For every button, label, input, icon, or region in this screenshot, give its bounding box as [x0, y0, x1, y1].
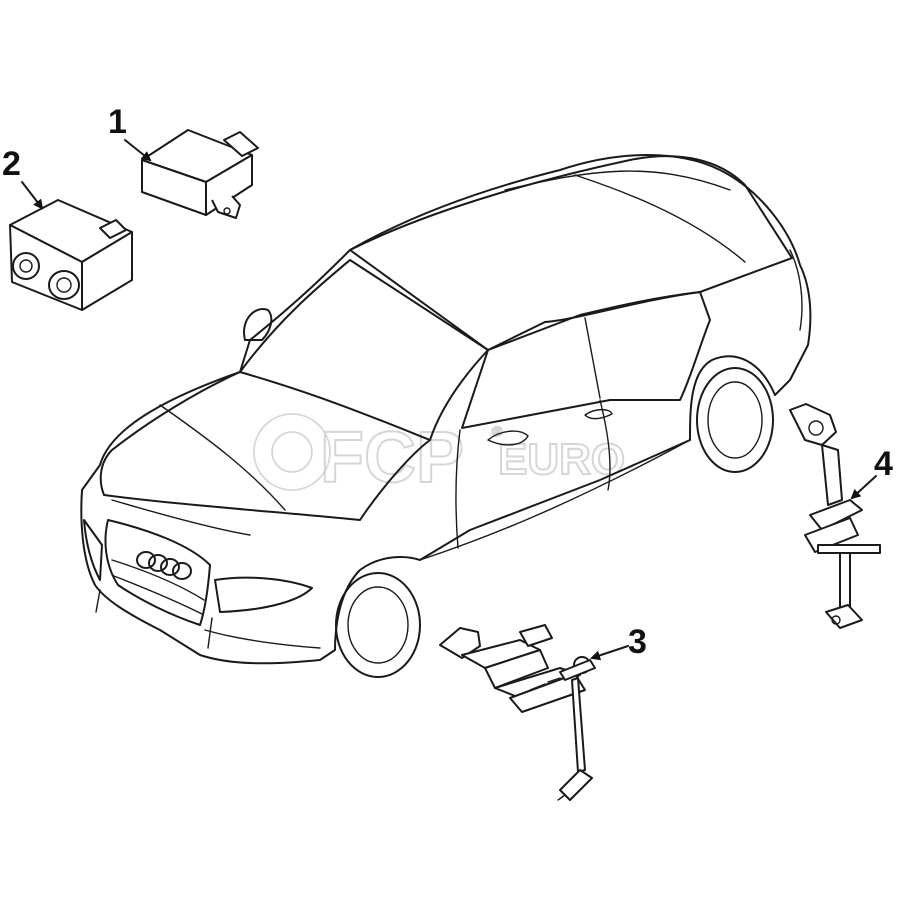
watermark-brand-main: FCP [320, 418, 464, 498]
callout-leaders [21, 139, 877, 661]
car-front-wheel [335, 572, 421, 678]
car-roof [349, 155, 793, 351]
callout-4: 4 [874, 445, 893, 483]
car-rear-wheel [696, 367, 774, 473]
car-body-outline [80, 154, 812, 665]
car-mirror [243, 308, 273, 341]
car-side-window [461, 291, 711, 429]
callout-2: 2 [2, 145, 21, 183]
part-1-control-module [141, 129, 259, 219]
car-grille [104, 519, 211, 626]
car-headlight-left [83, 519, 103, 581]
watermark-logo-icon [253, 413, 331, 491]
part-3-level-sensor [439, 624, 596, 801]
car-headlight-right [214, 576, 313, 613]
part-2-control-module [9, 199, 133, 311]
part-4-level-sensor [789, 403, 881, 629]
car-illustration [80, 154, 812, 678]
callout-3: 3 [628, 623, 647, 661]
audi-rings-icon [136, 551, 192, 580]
watermark-brand-secondary: EURO [498, 435, 625, 484]
car-hood [99, 371, 431, 521]
callout-1: 1 [108, 103, 127, 141]
watermark: FCP EURO ® [253, 413, 626, 499]
car-windshield [239, 259, 489, 441]
